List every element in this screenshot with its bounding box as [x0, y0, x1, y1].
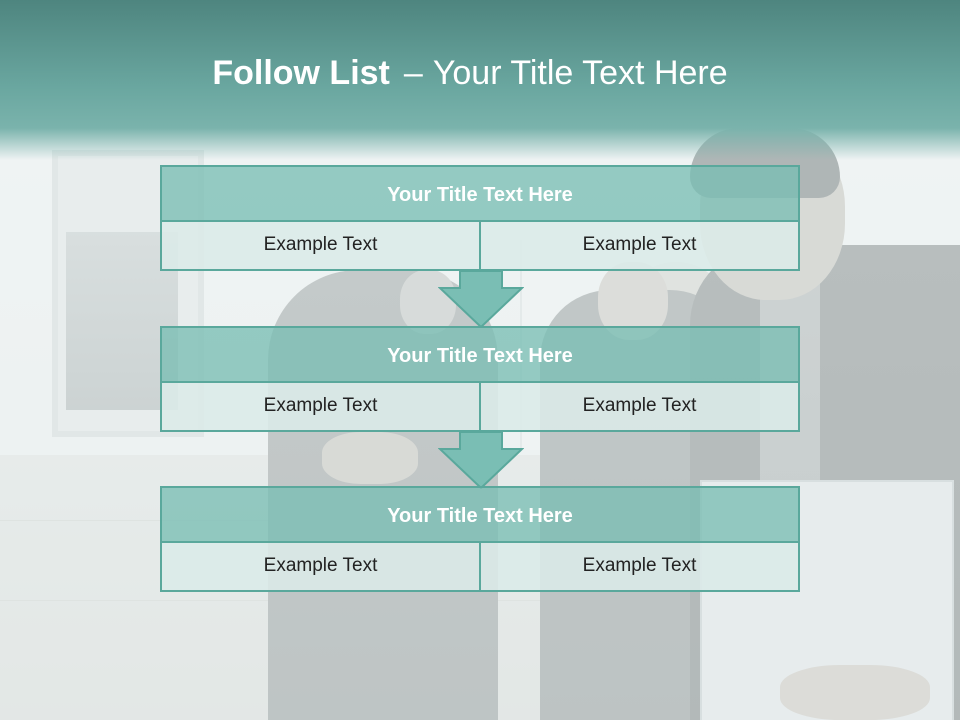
person-left-head — [400, 270, 456, 334]
block-cell-left[interactable]: Example Text — [160, 543, 481, 592]
hand — [780, 665, 930, 720]
block-row: Example Text Example Text — [160, 543, 800, 592]
title-separator: – — [403, 54, 423, 92]
handshake — [322, 432, 418, 484]
page-title: Follow List–Your Title Text Here — [0, 54, 940, 93]
list-block-1: Your Title Text Here Example Text Exampl… — [160, 165, 800, 271]
block-title[interactable]: Your Title Text Here — [160, 165, 800, 222]
window-pane — [66, 232, 178, 410]
list-block-2: Your Title Text Here Example Text Exampl… — [160, 326, 800, 432]
block-cell-left[interactable]: Example Text — [160, 222, 481, 271]
block-cell-right[interactable]: Example Text — [481, 383, 800, 432]
block-row: Example Text Example Text — [160, 222, 800, 271]
block-title[interactable]: Your Title Text Here — [160, 326, 800, 383]
down-arrow-icon — [438, 270, 524, 328]
block-row: Example Text Example Text — [160, 383, 800, 432]
list-block-3: Your Title Text Here Example Text Exampl… — [160, 486, 800, 592]
title-bold: Follow List — [212, 54, 390, 92]
block-cell-left[interactable]: Example Text — [160, 383, 481, 432]
block-cell-right[interactable]: Example Text — [481, 543, 800, 592]
title-rest: Your Title Text Here — [432, 54, 728, 92]
header-band: Follow List–Your Title Text Here — [0, 0, 960, 160]
block-cell-right[interactable]: Example Text — [481, 222, 800, 271]
block-title[interactable]: Your Title Text Here — [160, 486, 800, 543]
down-arrow-icon — [438, 431, 524, 489]
